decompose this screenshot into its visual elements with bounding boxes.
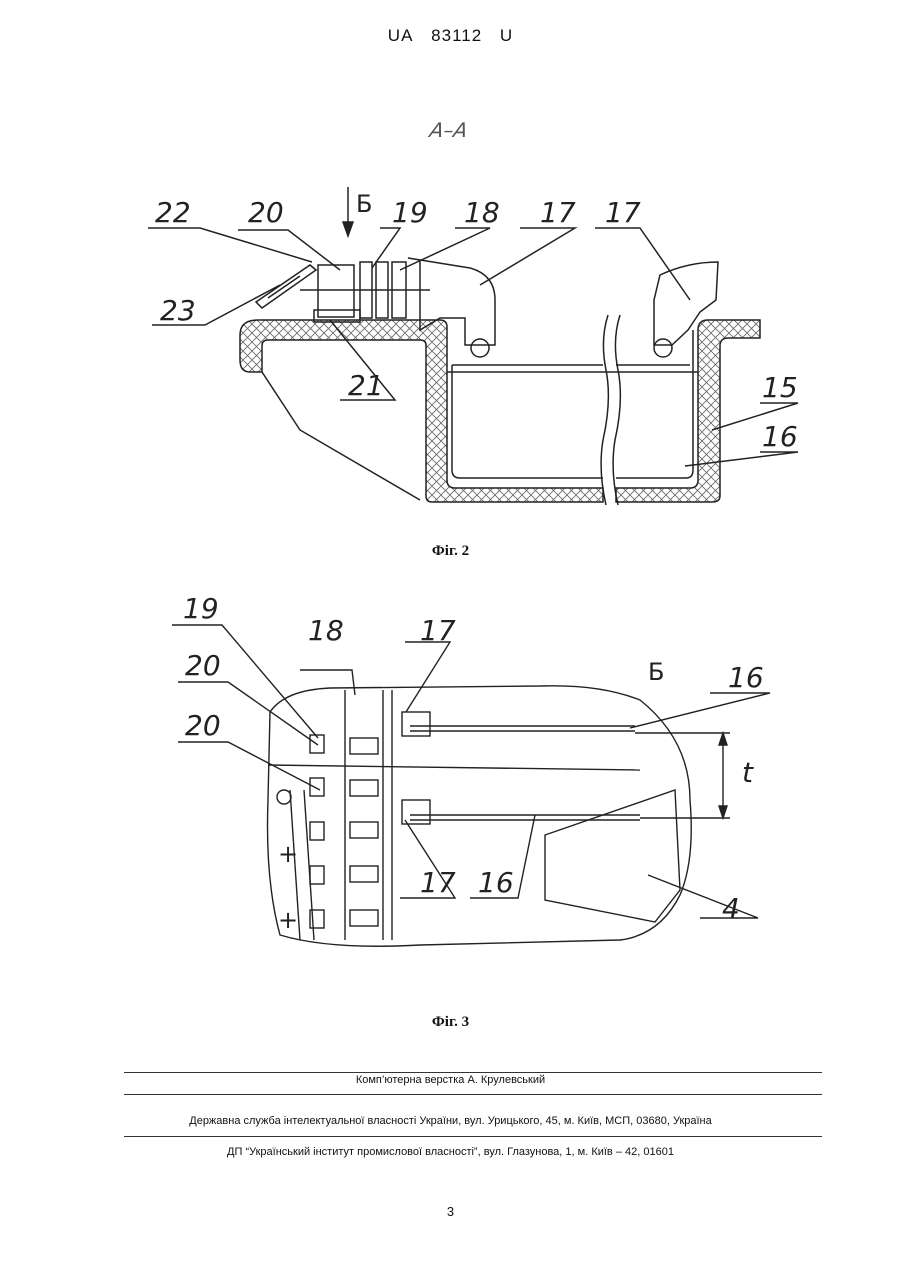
- view-divider: [268, 765, 640, 770]
- view-outline: [268, 686, 692, 946]
- callout-15: 15: [762, 371, 798, 404]
- leader-17b: [595, 228, 690, 300]
- link-20: [318, 265, 354, 317]
- callout3-20b: 20: [185, 709, 221, 742]
- roller-row-3: [350, 822, 378, 838]
- figure-3-caption: Фіг. 3: [0, 1014, 901, 1031]
- leader3-4: [648, 875, 758, 918]
- hub-4: [310, 866, 324, 884]
- pitch-label-t: t: [742, 756, 754, 789]
- nut: [277, 790, 291, 804]
- figure-2-caption: Фіг. 2: [0, 543, 901, 560]
- roller-row-2: [350, 780, 378, 796]
- callout-16: 16: [762, 420, 798, 453]
- footer-rule-1: [124, 1072, 822, 1073]
- leader-17a: [480, 228, 575, 285]
- callout-21: 21: [348, 369, 384, 402]
- callout3-16a: 16: [728, 661, 764, 694]
- footer-service-address: Державна служба інтелектуальної власност…: [0, 1115, 901, 1127]
- footer-institute-address: ДП “Український інститут промислової вла…: [0, 1146, 901, 1158]
- callout3-18: 18: [308, 614, 344, 647]
- hub-2: [310, 778, 324, 796]
- part-4: [545, 790, 680, 922]
- figure-3-drawing: [172, 625, 770, 946]
- figure-2-drawing: [148, 187, 798, 505]
- break-line-left: [601, 315, 608, 505]
- view-label-b: Б: [648, 658, 664, 686]
- bracket-17-a: [402, 712, 430, 736]
- callout3-17b: 17: [420, 866, 456, 899]
- callout-22: 22: [155, 196, 191, 229]
- leader3-17: [405, 642, 450, 712]
- body-shell-hatch: [240, 320, 603, 502]
- leader-20: [238, 230, 340, 270]
- roller-row-5: [350, 910, 378, 926]
- view-arrow-head: [343, 222, 353, 236]
- footer-rule-3: [124, 1136, 822, 1137]
- callout3-17: 17: [420, 614, 456, 647]
- frame-left-b: [304, 790, 314, 940]
- body-shell-hatch-right: [616, 320, 760, 502]
- callout-17a: 17: [540, 196, 576, 229]
- page-number: 3: [0, 1204, 901, 1219]
- break-line-right: [613, 315, 620, 505]
- leader-22: [148, 228, 312, 262]
- handle-rib: [268, 276, 300, 298]
- callout3-4: 4: [722, 892, 740, 925]
- bolt-right: [654, 339, 672, 357]
- plus-mark-1: +: [278, 840, 298, 868]
- callout3-16b: 16: [478, 866, 514, 899]
- callout-17b: 17: [605, 196, 641, 229]
- plus-mark-2: +: [278, 906, 298, 934]
- view-mark-b: Б: [356, 190, 372, 218]
- callout-20: 20: [248, 196, 284, 229]
- roller-row-4: [350, 866, 378, 882]
- bolt-left: [471, 339, 489, 357]
- callout3-19: 19: [183, 592, 219, 625]
- hub-3: [310, 822, 324, 840]
- callout-18: 18: [464, 196, 500, 229]
- footer-rule-2: [124, 1094, 822, 1095]
- roller-row-1: [350, 738, 378, 754]
- dim-arrow-bottom: [719, 806, 727, 818]
- footer-layout-credit: Комп’ютерна верстка А. Крулевський: [0, 1074, 901, 1086]
- callout-23: 23: [160, 294, 196, 327]
- dim-arrow-top: [719, 733, 727, 745]
- callout3-20a: 20: [185, 649, 221, 682]
- leader3-18: [300, 670, 355, 695]
- body-underside: [262, 372, 420, 500]
- callout-19: 19: [392, 196, 428, 229]
